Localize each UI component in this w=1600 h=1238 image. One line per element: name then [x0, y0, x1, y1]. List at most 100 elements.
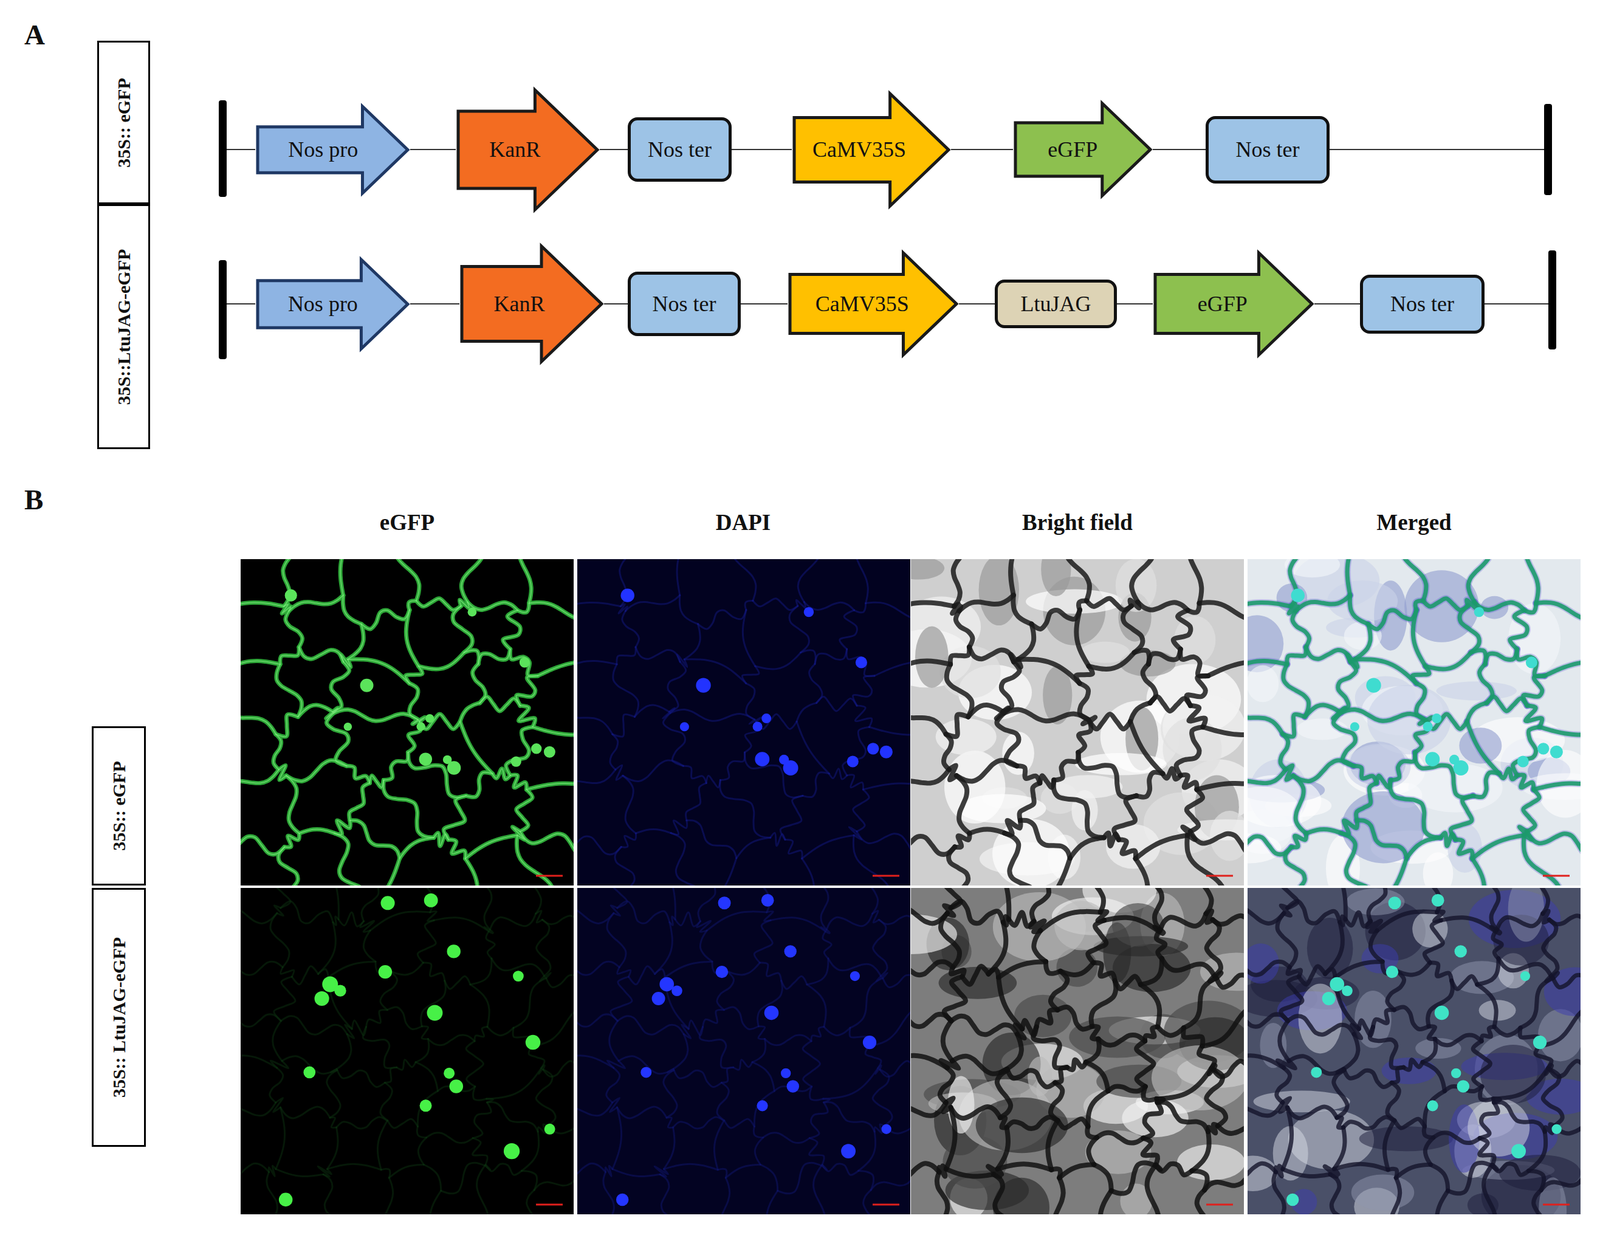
column-header: Merged — [1262, 509, 1566, 536]
cell-wall — [396, 1059, 416, 1070]
cell-wall — [1517, 774, 1534, 790]
nucleus — [419, 1099, 433, 1112]
cell-wall — [1423, 1126, 1434, 1137]
cell-wall — [1384, 1120, 1394, 1170]
cell-wall — [1516, 648, 1545, 676]
cell-wall — [363, 930, 376, 962]
cell-wall — [1433, 1132, 1480, 1144]
cell-wall — [846, 648, 875, 676]
cell-wall — [1412, 666, 1430, 684]
cell-wall — [993, 1174, 1013, 1215]
nucleus — [784, 944, 797, 958]
scale-bar — [535, 1203, 563, 1206]
cell-wall — [811, 1026, 825, 1041]
cell-wall — [1287, 1016, 1354, 1035]
cell-wall — [286, 760, 347, 781]
cell-wall — [726, 962, 760, 975]
cell-wall — [839, 610, 858, 649]
backbone-line — [1484, 303, 1549, 305]
cell-wall — [1197, 1189, 1209, 1215]
cell-wall — [1422, 1062, 1445, 1091]
cell-wall — [577, 1102, 613, 1120]
micrograph — [577, 559, 911, 886]
cell-wall — [1280, 734, 1289, 770]
cell-wall — [684, 624, 701, 660]
construct-label: 35S::LtuJAG-eGFP — [97, 204, 151, 450]
tissue-texture — [1068, 1016, 1166, 1058]
nucleus — [416, 721, 425, 731]
cell-wall — [865, 1045, 882, 1068]
cell-wall — [822, 1068, 878, 1099]
cell-wall — [863, 1189, 876, 1215]
cell-wall — [1285, 765, 1294, 780]
terminator-box: Nos ter — [627, 117, 732, 182]
cell-wall — [513, 977, 547, 1028]
cell-wall — [622, 760, 684, 781]
cell-wall — [1305, 647, 1351, 662]
cell-wall — [1096, 1132, 1144, 1144]
cell-wall — [288, 594, 343, 611]
cell-wall — [867, 887, 879, 914]
cell-wall — [664, 887, 676, 920]
cell-wall — [612, 714, 636, 737]
nucleus — [715, 965, 728, 978]
cell-wall — [746, 683, 756, 720]
cell-wall — [997, 1127, 1009, 1169]
cell-wall — [879, 915, 911, 925]
element-label: eGFP — [1152, 250, 1292, 358]
nucleus — [754, 751, 770, 767]
cell-wall — [720, 780, 771, 838]
cell-wall — [816, 696, 857, 711]
micrograph — [1247, 559, 1581, 886]
cell-wall — [1305, 647, 1351, 662]
nucleus — [511, 755, 522, 767]
cell-wall — [466, 1040, 484, 1087]
cell-wall — [797, 559, 821, 603]
nucleus — [764, 1005, 780, 1021]
cell-wall — [1335, 887, 1346, 920]
cell-wall — [770, 833, 786, 846]
tissue-texture — [1508, 887, 1545, 942]
cell-wall — [1305, 828, 1342, 834]
construct-label-text: 35S::LtuJAG-eGFP — [113, 248, 135, 405]
cell-wall — [421, 980, 447, 1027]
cell-wall — [770, 917, 826, 932]
cell-wall — [1050, 1082, 1063, 1120]
nucleus — [867, 742, 879, 755]
cell-wall — [1047, 1120, 1058, 1170]
cell-wall — [754, 920, 773, 963]
cell-wall — [603, 1172, 615, 1215]
cell-wall — [383, 1177, 393, 1215]
cell-wall — [1040, 858, 1071, 886]
cell-wall — [1486, 696, 1528, 711]
cell-wall — [617, 1016, 684, 1035]
cell-wall — [1486, 696, 1528, 711]
cell-wall — [273, 734, 282, 770]
cell-wall — [383, 752, 408, 781]
cell-wall — [958, 594, 1013, 611]
cell-wall — [326, 1163, 382, 1170]
element-label: Nos pro — [255, 257, 391, 352]
cell-wall — [240, 961, 283, 975]
cell-wall — [1140, 958, 1162, 985]
cell-wall — [826, 913, 873, 930]
cell-wall — [667, 661, 687, 712]
cell-wall — [1173, 610, 1192, 649]
cell-wall — [752, 1039, 766, 1063]
cell-wall — [464, 650, 479, 665]
cell-wall — [266, 1172, 279, 1215]
cell-wall — [663, 1163, 718, 1170]
cell-wall — [655, 969, 666, 978]
cell-wall — [724, 1118, 755, 1128]
cell-wall — [617, 966, 631, 977]
cell-wall — [872, 910, 880, 923]
cell-wall — [1280, 734, 1289, 770]
cell-wall — [1354, 659, 1416, 684]
scale-bar — [1206, 875, 1233, 877]
cell-wall — [1202, 726, 1244, 735]
cell-wall — [1553, 974, 1581, 993]
nucleus — [850, 971, 860, 981]
cell-wall — [1212, 915, 1244, 925]
nucleus — [1322, 991, 1336, 1006]
cell-wall — [621, 833, 636, 848]
